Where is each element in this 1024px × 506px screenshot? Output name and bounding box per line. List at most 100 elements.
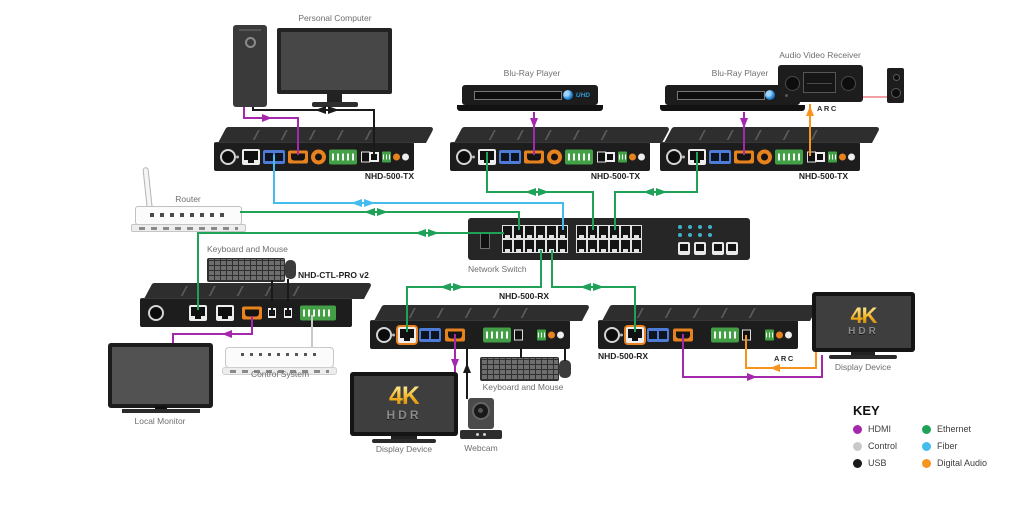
power-port: [376, 327, 392, 343]
rj45-port: [503, 226, 512, 238]
network-switch: [468, 218, 750, 260]
rj45-port: [632, 226, 641, 238]
keyboard-mouse-2-label: Keyboard and Mouse: [482, 382, 564, 392]
rj45-port: [536, 240, 545, 252]
fiber-port: [647, 328, 669, 342]
legend-label: HDMI: [868, 424, 891, 434]
legend-item-control: Control: [853, 441, 897, 451]
arc-label-1: ARC: [817, 104, 838, 113]
display-device-1-label: Display Device: [375, 444, 433, 454]
rj45-port: [610, 226, 619, 238]
pc-tower: [233, 25, 267, 107]
nhd-500-tx-1-label: NHD-500-TX: [364, 171, 414, 181]
personal-computer-label: Personal Computer: [298, 13, 372, 23]
chassis-face: [214, 142, 414, 171]
digital-audio-color-dot: [922, 458, 931, 468]
pc-monitor-base: [312, 102, 358, 107]
chassis-face: [140, 298, 352, 327]
webcam-base: [460, 430, 502, 439]
rj45-port: [610, 240, 619, 252]
chassis-top: [454, 127, 671, 143]
pc-monitor: [277, 28, 392, 108]
blu-ray-player-1: UHD: [457, 85, 603, 111]
display-device-2-label: Display Device: [834, 362, 892, 372]
fiber-port: [419, 328, 441, 342]
display-screen: 4K HDR: [816, 296, 911, 348]
lan-port: [189, 305, 207, 321]
webcam-lens: [472, 402, 490, 420]
av-receiver-label: Audio Video Receiver: [779, 50, 861, 60]
local-monitor-label: Local Monitor: [134, 416, 186, 426]
ir-jack: [785, 331, 792, 339]
video-in-jack: [757, 149, 772, 165]
rj45-port: [577, 240, 586, 252]
power-led: [785, 94, 788, 97]
hdmi-out-port: [673, 328, 693, 342]
4k-logo: 4K: [850, 303, 877, 329]
legend-label: USB: [868, 458, 887, 468]
arc-label-2: ARC: [774, 354, 795, 363]
audio-terminal: [483, 327, 511, 343]
disc-icon: [562, 90, 573, 100]
hdmi-in-port: [288, 150, 308, 164]
chassis-face: [598, 320, 798, 349]
legend-item-digital-audio: Digital Audio: [922, 458, 987, 468]
nhd-500-rx-1-label: NHD-500-RX: [498, 291, 550, 301]
rj45-port: [621, 240, 630, 252]
fiber-port: [709, 150, 731, 164]
local-monitor: [108, 343, 213, 408]
fiber-port: [499, 150, 521, 164]
reset-pinhole: [620, 333, 623, 337]
rs232-terminal: [765, 329, 774, 341]
ir-jack: [776, 331, 783, 339]
legend-label: Fiber: [937, 441, 958, 451]
ir-jack: [839, 153, 846, 161]
disc-slot: [474, 91, 562, 100]
nhd-500-tx-1: [214, 127, 435, 171]
audio-terminal: [329, 149, 357, 165]
nhd-ctl-pro-label: NHD-CTL-PRO v2: [298, 270, 369, 280]
ir-jack: [557, 331, 564, 339]
pc-monitor-screen: [277, 28, 392, 94]
fiber-port: [263, 150, 285, 164]
lan-port: [688, 149, 706, 165]
power-port: [220, 149, 236, 165]
keyboard-2: [480, 357, 559, 381]
avr-display: [803, 72, 836, 93]
ir-jack: [638, 153, 645, 161]
display-device-2: 4K HDR: [812, 292, 915, 352]
ir-jack: [402, 153, 409, 161]
legend-item-fiber: Fiber: [922, 441, 958, 451]
audio-terminal: [565, 149, 593, 165]
rs232-terminal: [382, 151, 391, 163]
ir-jack: [848, 153, 855, 161]
volume-knob: [785, 76, 800, 91]
usb-port: [284, 308, 292, 318]
usb-host-port: [815, 152, 825, 162]
lan-port: [398, 327, 416, 343]
router: [131, 206, 246, 232]
rj45-port: [577, 226, 586, 238]
display-stand: [851, 352, 875, 355]
input-knob: [841, 76, 856, 91]
nhd-500-tx-3-label: NHD-500-TX: [798, 171, 848, 181]
control-system-label: Control System: [250, 369, 310, 379]
nhd-500-tx-3: [660, 127, 881, 171]
chassis-top: [602, 305, 819, 321]
legend-item-ethernet: Ethernet: [922, 424, 971, 434]
keyboard-1: [207, 258, 285, 282]
power-port: [148, 305, 164, 321]
spdif-port: [514, 329, 523, 341]
mouse-2: [559, 360, 571, 378]
keyboard-mouse-1-label: Keyboard and Mouse: [207, 244, 288, 254]
fiber-color-dot: [922, 441, 931, 451]
blu-ray-player-1-label: Blu-Ray Player: [503, 68, 561, 78]
usb-port: [268, 308, 276, 318]
legend-label: Ethernet: [937, 424, 972, 434]
rj45-port: [536, 226, 545, 238]
rj45-port: [525, 226, 534, 238]
reset-pinhole: [392, 333, 395, 337]
reset-pinhole: [682, 155, 685, 159]
nhd-500-rx-1: [370, 305, 591, 349]
rj45-port: [599, 240, 608, 252]
